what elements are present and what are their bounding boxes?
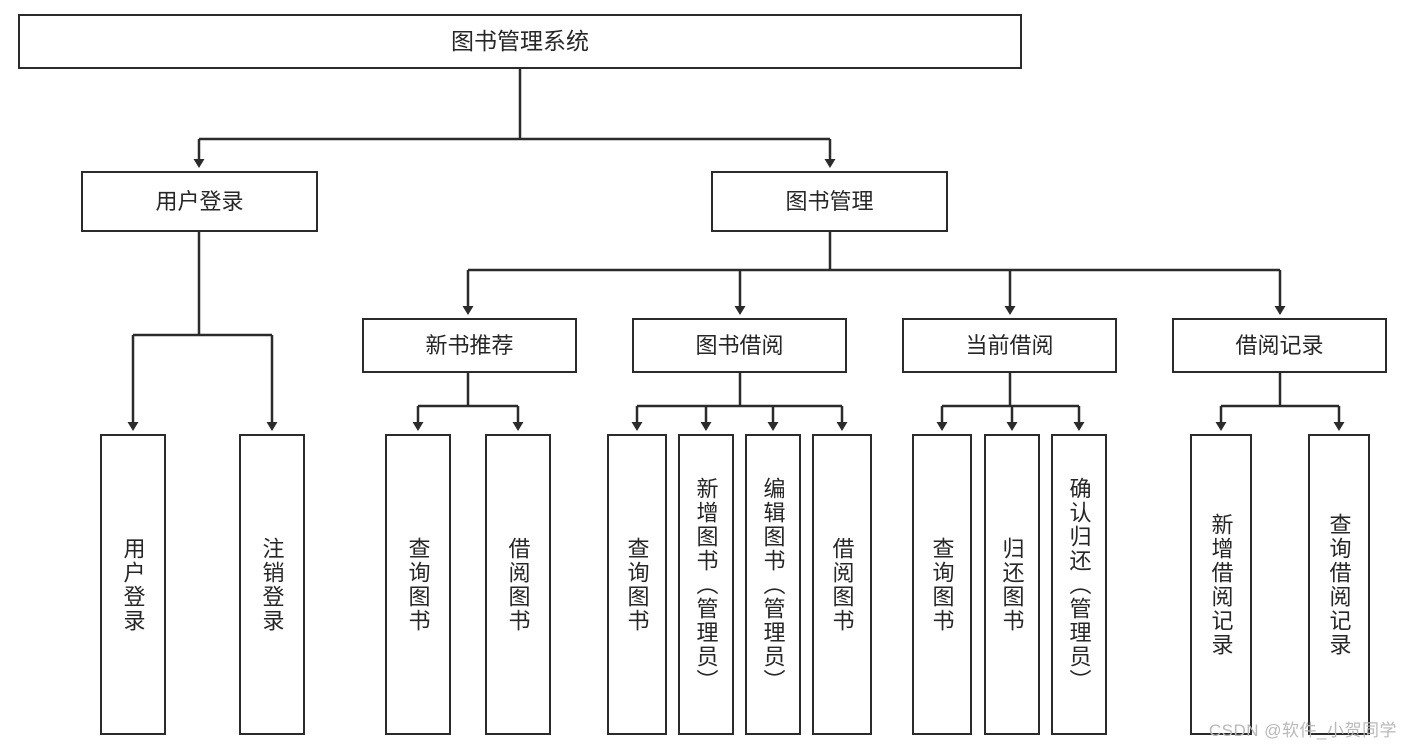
node-leaf-br-query[interactable]: 查询借阅记录 bbox=[1308, 434, 1370, 735]
node-leaf-bb-add-label: 新增图书（管理员） bbox=[693, 476, 719, 693]
node-leaf-br-add[interactable]: 新增借阅记录 bbox=[1190, 434, 1252, 735]
node-leaf-bb-borrow[interactable]: 借阅图书 bbox=[812, 434, 872, 735]
node-leaf-bb-query[interactable]: 查询图书 bbox=[607, 434, 667, 735]
node-leaf-cb-confirm[interactable]: 确认归还（管理员） bbox=[1051, 434, 1107, 735]
watermark-text: CSDN @软件_小贺同学 bbox=[1208, 721, 1397, 740]
node-leaf-cb-query-label: 查询图书 bbox=[929, 536, 955, 633]
node-leaf-nbr-query[interactable]: 查询图书 bbox=[385, 434, 451, 735]
node-leaf-br-add-label: 新增借阅记录 bbox=[1208, 512, 1234, 657]
node-leaf-bb-query-label: 查询图书 bbox=[624, 536, 650, 633]
node-leaf-user-login[interactable]: 用户登录 bbox=[100, 434, 166, 735]
node-leaf-nbr-borrow[interactable]: 借阅图书 bbox=[485, 434, 551, 735]
node-new-book-recommend-label: 新书推荐 bbox=[425, 332, 514, 358]
node-leaf-bb-edit[interactable]: 编辑图书（管理员） bbox=[745, 434, 801, 735]
node-book-borrow[interactable]: 图书借阅 bbox=[632, 318, 847, 373]
node-new-book-recommend[interactable]: 新书推荐 bbox=[362, 318, 577, 373]
node-borrow-record[interactable]: 借阅记录 bbox=[1172, 318, 1387, 373]
node-leaf-user-login-label: 用户登录 bbox=[120, 536, 146, 633]
node-book-manage[interactable]: 图书管理 bbox=[711, 171, 948, 232]
node-user-login-label: 用户登录 bbox=[155, 188, 244, 214]
node-user-login[interactable]: 用户登录 bbox=[81, 171, 318, 232]
node-borrow-record-label: 借阅记录 bbox=[1235, 332, 1324, 358]
node-root[interactable]: 图书管理系统 bbox=[18, 14, 1022, 69]
node-book-manage-label: 图书管理 bbox=[785, 188, 874, 214]
node-leaf-cb-return[interactable]: 归还图书 bbox=[984, 434, 1040, 735]
node-leaf-cb-query[interactable]: 查询图书 bbox=[912, 434, 972, 735]
node-leaf-cb-confirm-label: 确认归还（管理员） bbox=[1066, 476, 1092, 693]
node-leaf-nbr-borrow-label: 借阅图书 bbox=[505, 536, 531, 633]
node-current-borrow[interactable]: 当前借阅 bbox=[902, 318, 1117, 373]
node-leaf-nbr-query-label: 查询图书 bbox=[405, 536, 431, 633]
node-leaf-bb-add[interactable]: 新增图书（管理员） bbox=[678, 434, 734, 735]
node-leaf-bb-borrow-label: 借阅图书 bbox=[829, 536, 855, 633]
node-leaf-cb-return-label: 归还图书 bbox=[999, 536, 1025, 633]
node-root-label: 图书管理系统 bbox=[451, 27, 589, 54]
node-current-borrow-label: 当前借阅 bbox=[965, 332, 1054, 358]
node-leaf-user-logout-label: 注销登录 bbox=[259, 536, 285, 633]
node-leaf-user-logout[interactable]: 注销登录 bbox=[239, 434, 305, 735]
node-leaf-bb-edit-label: 编辑图书（管理员） bbox=[760, 476, 786, 693]
node-leaf-br-query-label: 查询借阅记录 bbox=[1326, 512, 1352, 657]
node-book-borrow-label: 图书借阅 bbox=[695, 332, 784, 358]
